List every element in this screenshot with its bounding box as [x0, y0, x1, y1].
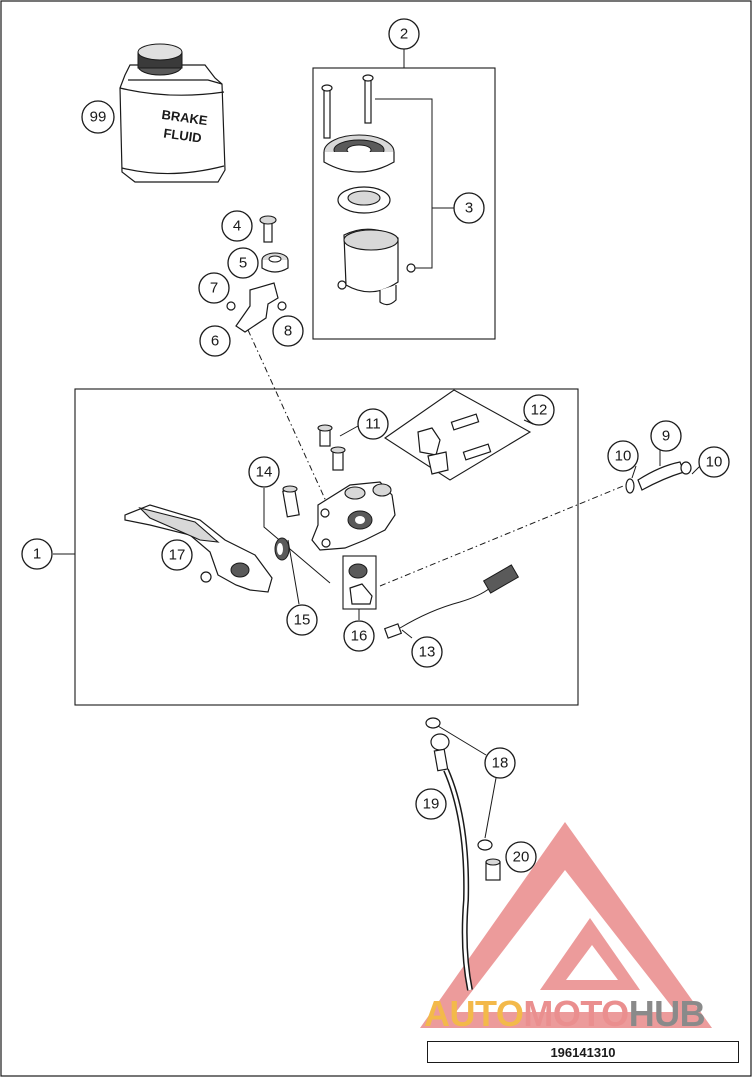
reference-number: 196141310: [427, 1041, 739, 1063]
callout-13: 13: [411, 636, 443, 668]
callout-5: 5: [227, 247, 259, 279]
callout-14-label: 14: [256, 464, 273, 481]
callout-16: 16: [343, 620, 375, 652]
callout-7-label: 7: [210, 280, 218, 297]
callout-5-label: 5: [239, 255, 247, 272]
callout-20: 20: [505, 841, 537, 873]
callout-10a-label: 10: [615, 448, 632, 465]
callout-4: 4: [221, 210, 253, 242]
callout-3-label: 3: [465, 200, 473, 217]
brake-fluid-label-line2: FLUID: [163, 125, 203, 145]
callout-99-label: 99: [90, 109, 107, 126]
callout-4-label: 4: [233, 218, 241, 235]
callout-9: 9: [650, 420, 682, 452]
callout-19-label: 19: [423, 796, 440, 813]
callout-19: 19: [415, 788, 447, 820]
callout-8-label: 8: [284, 323, 292, 340]
watermark-logo: [420, 822, 712, 1028]
callout-13-label: 13: [419, 644, 436, 661]
callout-16-label: 16: [351, 628, 368, 645]
brake-line: [425, 717, 501, 991]
callout-2: 2: [388, 18, 420, 50]
bleed-fittings: [317, 424, 346, 471]
callout-15: 15: [286, 604, 318, 636]
callout-2-label: 2: [400, 26, 408, 43]
reservoir-kit: [321, 74, 416, 306]
callout-7: 7: [198, 272, 230, 304]
elbow-fitting: [348, 563, 373, 605]
callout-9-label: 9: [662, 428, 670, 445]
callout-6-label: 6: [211, 333, 219, 350]
callout-17-label: 17: [169, 547, 186, 564]
callout-12-label: 12: [531, 402, 548, 419]
callout-14: 14: [248, 456, 280, 488]
callout-11-label: 11: [365, 416, 381, 433]
pivot-pin: [282, 485, 300, 518]
master-cylinder: [311, 481, 396, 551]
callout-12: 12: [523, 394, 555, 426]
watermark-part-hub: HUB: [628, 993, 706, 1034]
brake-light-switch: [383, 564, 520, 639]
assembly-lines: [247, 329, 629, 587]
vent-hose: [625, 461, 692, 494]
callout-10b: 10: [698, 446, 730, 478]
callout-1: 1: [21, 538, 53, 570]
leader-lines: [53, 49, 701, 839]
mounting-hardware: [226, 215, 289, 333]
callout-20-label: 20: [513, 849, 530, 866]
clamp-kit: [417, 413, 492, 475]
callout-15-label: 15: [294, 612, 311, 629]
callout-17: 17: [161, 539, 193, 571]
callout-10b-label: 10: [706, 454, 723, 471]
clamp-kit-box: [384, 389, 532, 481]
callout-18-label: 18: [492, 755, 509, 772]
callout-3: 3: [453, 192, 485, 224]
brake-lever: [124, 504, 273, 593]
master-cylinder-group-box: [74, 388, 579, 706]
watermark-part-moto: MOTO: [523, 993, 629, 1034]
dust-boot: [274, 537, 290, 561]
callout-10a: 10: [607, 440, 639, 472]
watermark-part-auto: AUTO: [424, 993, 524, 1034]
callout-99: 99: [81, 100, 115, 134]
callout-1-label: 1: [33, 546, 41, 563]
brake-fluid-can: BRAKE FLUID: [119, 43, 226, 183]
callout-6: 6: [199, 325, 231, 357]
brake-fluid-label-line1: BRAKE: [161, 107, 209, 128]
callout-18: 18: [484, 747, 516, 779]
callout-11: 11: [357, 408, 389, 440]
callout-8: 8: [272, 315, 304, 347]
